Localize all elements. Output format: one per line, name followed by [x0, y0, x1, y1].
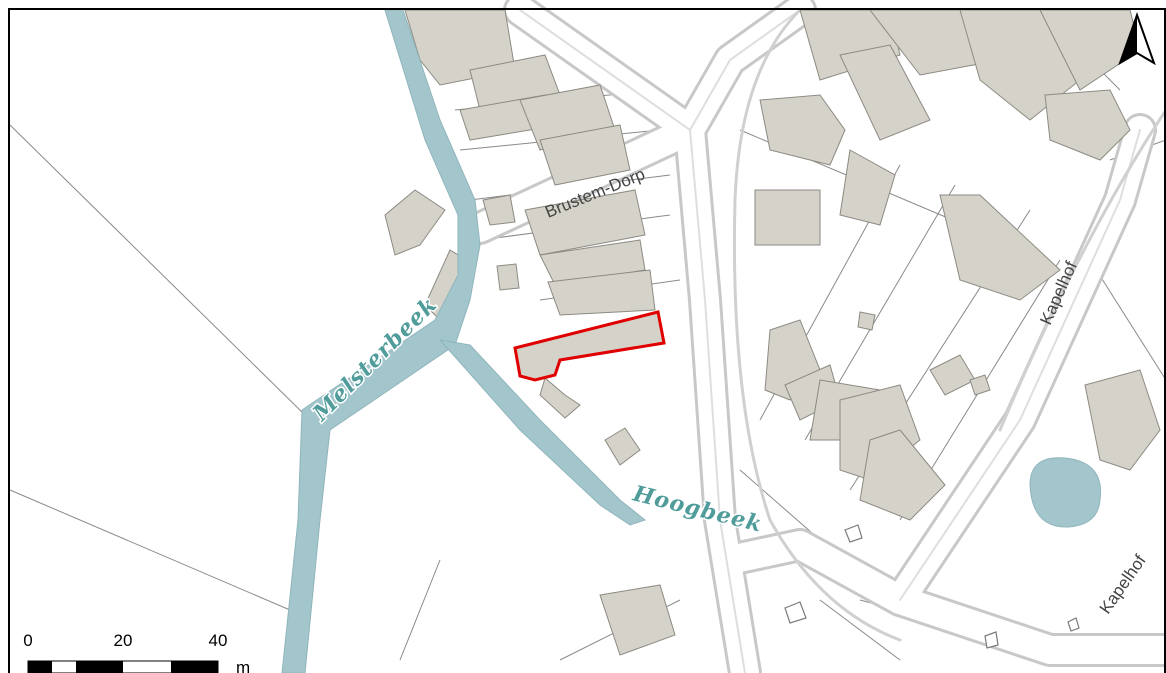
- highlighted-parcel[interactable]: [513, 310, 666, 382]
- scale-unit: m: [236, 658, 250, 673]
- buildings: [384, 9, 1161, 656]
- small-structures: [784, 524, 1080, 649]
- water-bodies: [281, 9, 1102, 673]
- north-arrow-icon: [1118, 12, 1156, 66]
- melsterbeek-stream: [281, 9, 481, 673]
- water-label-hoogbeek: Hoogbeek: [630, 480, 765, 537]
- scale-tick-40: 40: [209, 631, 228, 650]
- scale-tick-20: 20: [114, 631, 133, 650]
- map-border: [8, 8, 1166, 673]
- hoogbeek-stream: [438, 339, 647, 526]
- scale-tick-0: 0: [23, 631, 32, 650]
- pond: [1029, 457, 1102, 528]
- street-label-kapelhof-south: Kapelhof: [1096, 551, 1150, 617]
- scale-bar: 0 20 40 m: [23, 631, 250, 673]
